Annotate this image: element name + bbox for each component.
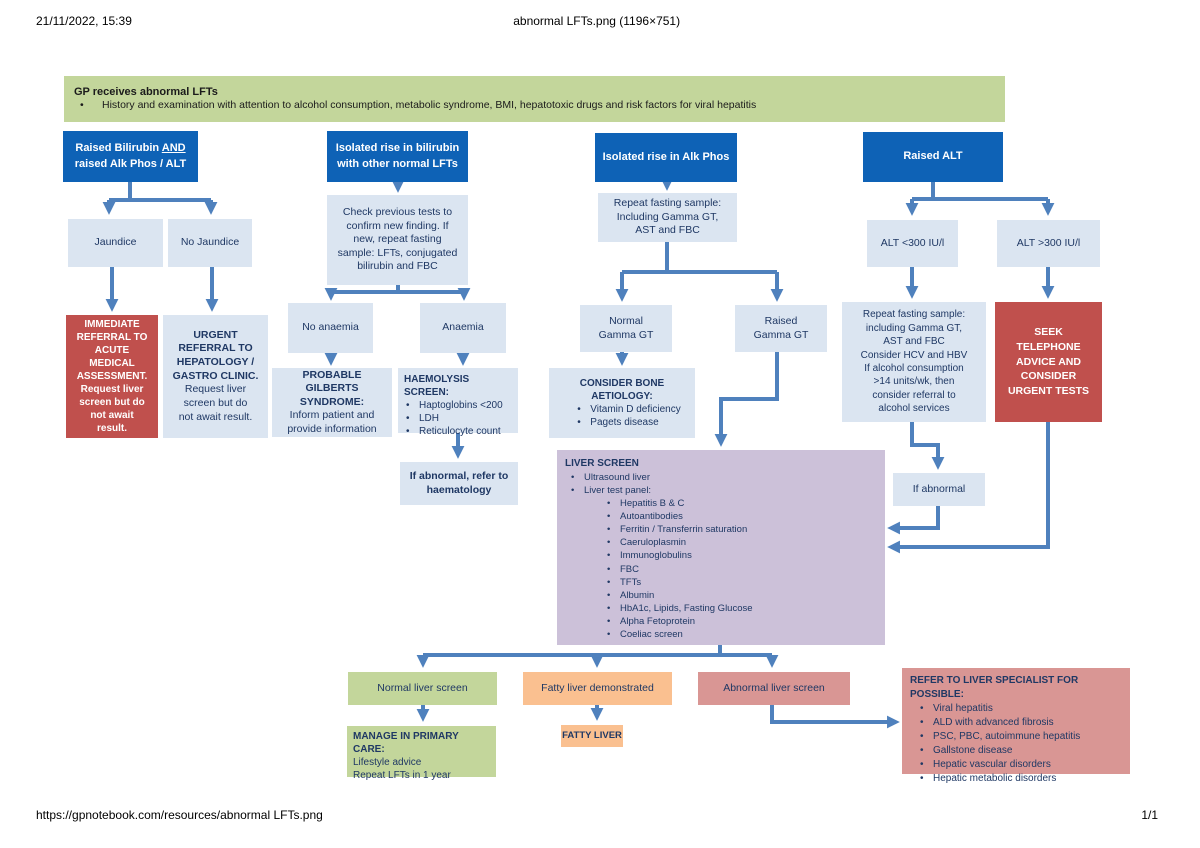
list-item: Immunoglobulins — [605, 549, 753, 562]
list-item: Hepatitis B & C — [605, 497, 753, 510]
check-previous-tests-box: Check previous tests to confirm new find… — [327, 195, 468, 285]
list-item: Ultrasound liver — [569, 471, 753, 484]
normal-gamma-gt-box: Normal Gamma GT — [580, 305, 672, 352]
arrow-liverscreen-split — [423, 645, 772, 657]
intro-title: GP receives abnormal LFTs — [74, 86, 218, 99]
list-item: TFTs — [605, 576, 753, 589]
raised-gamma-gt-box: Raised Gamma GT — [735, 305, 827, 352]
list-item: Reticulocyte count — [404, 425, 514, 438]
list-item: Caeruloplasmin — [605, 536, 753, 549]
haemolysis-screen-box: HAEMOLYSIS SCREEN: Haptoglobins <200LDHR… — [398, 368, 518, 438]
list-item: FBC — [605, 563, 753, 576]
list-item: Alpha Fetoprotein — [605, 615, 753, 628]
arrow-raisedggt-liverscreen — [714, 352, 779, 447]
refer-title: REFER TO LIVER SPECIALIST FOR POSSIBLE: — [910, 675, 1079, 700]
list-item: Gallstone disease — [918, 744, 1126, 758]
no-anaemia-box: No anaemia — [288, 303, 373, 353]
anaemia-box: Anaemia — [420, 303, 506, 353]
liver-screen-title: LIVER SCREEN — [565, 458, 639, 469]
arrow-repeat2-ifabnormal — [910, 422, 945, 470]
haemolysis-list: Haptoglobins <200LDHReticulocyte count — [404, 399, 514, 438]
print-date: 21/11/2022, 15:39 — [36, 14, 132, 28]
if-abnormal-box: If abnormal — [893, 473, 985, 506]
bone-list: Vitamin D deficiencyPagets disease — [563, 403, 680, 429]
list-item: Albumin — [605, 589, 753, 602]
jaundice-box: Jaundice — [68, 219, 163, 267]
repeat-fasting-alkphos-box: Repeat fasting sample: Including Gamma G… — [598, 193, 737, 242]
arrow-ifabnormal-liverscreen — [887, 506, 940, 535]
repeat-fasting-alt-box: Repeat fasting sample: including Gamma G… — [842, 302, 986, 422]
document-title: abnormal LFTs.png (1196×751) — [513, 14, 681, 28]
list-item: Autoantibodies — [605, 510, 753, 523]
fatty-liver-demonstrated-box: Fatty liver demonstrated — [523, 672, 672, 705]
arrow-check-split — [331, 285, 464, 294]
list-item: Ferritin / Transferrin saturation — [605, 523, 753, 536]
gilberts-body: Inform patient and provide information — [287, 409, 377, 435]
urgent-referral-body: Request liver screen but do not await re… — [178, 383, 253, 423]
arrow-raisedalt-split — [912, 182, 1048, 201]
and-underlined: AND — [161, 141, 186, 154]
raised-bilirubin-alkphos-header: Raised Bilirubin AND raised Alk Phos / A… — [63, 131, 198, 182]
refer-liver-specialist-box: REFER TO LIVER SPECIALIST FOR POSSIBLE: … — [902, 668, 1130, 786]
urgent-referral-title: URGENT REFERRAL TO HEPATOLOGY / GASTRO C… — [172, 328, 259, 382]
alt-over-300-box: ALT >300 IU/l — [997, 220, 1100, 267]
bone-title: CONSIDER BONE AETIOLOGY: — [579, 378, 665, 402]
intro-bullets: History and examination with attention t… — [74, 99, 756, 113]
liver-screen-list: Ultrasound liverLiver test panel: — [565, 471, 753, 497]
gilberts-syndrome-box: PROBABLE GILBERTS SYNDROME: Inform patie… — [272, 368, 392, 437]
intro-box: GP receives abnormal LFTs History and ex… — [64, 76, 1005, 122]
manage-title: MANAGE IN PRIMARY CARE: — [353, 731, 459, 755]
arrow-repeat-split — [622, 242, 777, 274]
header-text: raised Alk Phos / ALT — [74, 157, 187, 170]
arrow-bilirubin-split — [109, 182, 211, 202]
list-item: ALD with advanced fibrosis — [918, 716, 1126, 730]
liver-screen-box: LIVER SCREEN Ultrasound liverLiver test … — [557, 450, 885, 645]
isolated-bilirubin-header: Isolated rise in bilirubin with other no… — [327, 131, 468, 182]
list-item: HbA1c, Lipids, Fasting Glucose — [605, 602, 753, 615]
list-item: History and examination with attention t… — [74, 99, 756, 113]
list-item: LDH — [404, 412, 514, 425]
list-item: Hepatic vascular disorders — [918, 758, 1126, 772]
list-item: Vitamin D deficiency — [575, 403, 680, 416]
manage-primary-care-box: MANAGE IN PRIMARY CARE: Lifestyle advice… — [347, 726, 496, 781]
list-item: PSC, PBC, autoimmune hepatitis — [918, 730, 1126, 744]
arrow-abnormal-refer — [770, 705, 900, 729]
raised-alt-header: Raised ALT — [863, 132, 1003, 182]
normal-liver-screen-box: Normal liver screen — [348, 672, 497, 705]
page-number: 1/1 — [1141, 808, 1158, 822]
urgent-referral-box: URGENT REFERRAL TO HEPATOLOGY / GASTRO C… — [163, 315, 268, 438]
fatty-liver-box: FATTY LIVER — [561, 725, 623, 747]
if-abnormal-haematology-box: If abnormal, refer to haematology — [400, 462, 518, 505]
list-item: Haptoglobins <200 — [404, 399, 514, 412]
isolated-alkphos-header: Isolated rise in Alk Phos — [595, 133, 737, 182]
liver-test-panel-list: Hepatitis B & CAutoantibodiesFerritin / … — [565, 497, 753, 641]
list-item: Coeliac screen — [605, 628, 753, 641]
list-item: Pagets disease — [575, 416, 680, 429]
manage-body: Lifestyle advice Repeat LFTs in 1 year — [353, 757, 451, 781]
alt-under-300-box: ALT <300 IU/l — [867, 220, 958, 267]
source-url: https://gpnotebook.com/resources/abnorma… — [36, 808, 323, 822]
no-jaundice-box: No Jaundice — [168, 219, 252, 267]
refer-list: Viral hepatitisALD with advanced fibrosi… — [910, 702, 1126, 786]
abnormal-liver-screen-box: Abnormal liver screen — [698, 672, 850, 705]
list-item: Hepatic metabolic disorders — [918, 772, 1126, 786]
haemolysis-title: HAEMOLYSIS SCREEN: — [404, 374, 470, 398]
list-item: Viral hepatitis — [918, 702, 1126, 716]
gilberts-title: PROBABLE GILBERTS SYNDROME: — [299, 368, 365, 408]
immediate-referral-box: IMMEDIATE REFERRAL TO ACUTE MEDICAL ASSE… — [66, 315, 158, 438]
seek-telephone-advice-box: SEEK TELEPHONE ADVICE AND CONSIDER URGEN… — [995, 302, 1102, 422]
bone-aetiology-box: CONSIDER BONE AETIOLOGY: Vitamin D defic… — [549, 368, 695, 438]
list-item: Liver test panel: — [569, 484, 753, 497]
header-text: Raised Bilirubin — [75, 141, 162, 154]
